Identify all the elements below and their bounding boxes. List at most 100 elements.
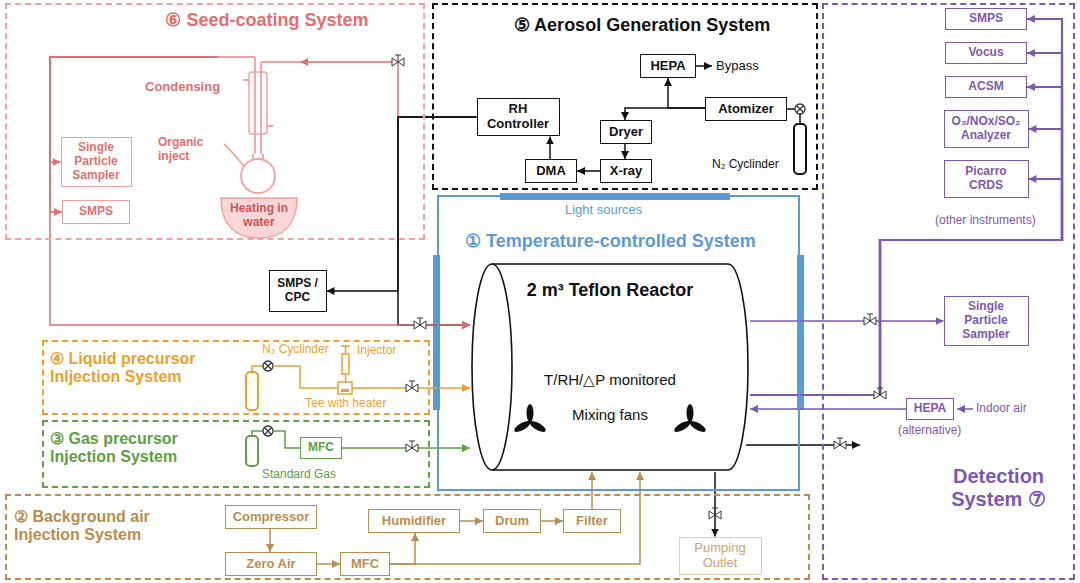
label-anchor: Injector [357,344,396,358]
sampler-box: Single Particle Sampler [61,137,132,187]
connector [50,57,470,325]
box-label: Pumping Outlet [684,541,757,571]
system-heading: ① Temperature-controlled System [465,231,785,252]
box-label: SMPS [969,12,1003,26]
annotation-label: Standard Gas [262,468,336,482]
box-label: Drum [495,514,529,529]
box-label: Dryer [609,125,643,140]
box-label: X-ray [610,164,643,179]
connector [750,53,1062,395]
connector [624,144,626,159]
instrument-box: O₃/NOx/SO₂ Analyzer [944,110,1029,148]
box-label: ACSM [968,80,1003,94]
instrument-box: Picarro CRDS [944,160,1029,198]
annotation-label: (alternative) [898,424,961,438]
box-label: MFC [308,441,334,455]
instrument-box: Vocus [945,42,1027,65]
system-heading: ③ Gas precursor Injection System [50,430,240,467]
box-label: Single Particle Sampler [66,141,127,182]
instrument-box: ACSM [945,76,1027,99]
connector [577,170,600,172]
process-box: Atomizer [705,97,787,121]
annotation-label: Light sources [565,203,642,218]
box-label: Filter [576,514,608,529]
connector [390,533,415,564]
annotation-label: Organic inject [158,136,214,164]
annotation-label: Condensing [145,80,220,95]
box-label: Zero Air [246,557,295,572]
gas-injection-region: ③ Gas precursor Injection System MFC [42,420,430,488]
label-anchor: Tee with heater [305,397,386,411]
process-box: Drum [483,509,541,533]
detection-region: Detection System ⑦ SMPS VocusACSM O₃/NOx/SO… [822,3,1075,580]
seed-coating-region: ⑥ Seed-coating SystemSingle Particle Sam… [5,3,425,240]
valve-symbol [864,314,876,325]
standard-gas-cylinder [246,426,300,466]
flow-controller-box: MFC [300,437,342,460]
connector [327,117,477,291]
connector [269,529,271,552]
annotation-label: Injector [357,344,396,358]
reactor-text: Mixing fans [470,406,750,423]
process-box: Humidifier [368,509,460,533]
box-label: Humidifier [382,514,446,529]
label-anchor: Indoor air [976,402,1027,416]
connector [460,520,483,522]
background-air-region: ② Background air Injection System Compres… [5,494,810,580]
box-label: Compressor [233,510,310,525]
instrument-box: SMPS [945,8,1027,31]
process-box: X-ray [600,159,652,183]
instrument-box: SMPS [62,200,130,224]
instrument-box: SMPS / CPC [269,270,327,312]
label-anchor: Organic inject [158,136,214,164]
box-label: HEPA [650,59,685,74]
annotation-label: Bypass [716,59,759,74]
system-heading: ② Background air Injection System [14,508,219,545]
box-label: Single Particle Sampler [949,300,1024,341]
connector [430,387,470,389]
filter-box: HEPA [640,54,696,78]
valve-symbol [414,318,426,329]
label-anchor: Standard Gas [262,468,336,482]
temperature-control-region: ① Temperature-controlled System 2 m³ Tefl… [437,195,800,491]
label-anchor: (alternative) [898,424,961,438]
label-anchor: N₂ Cyclinder [712,158,779,172]
connector [317,563,340,565]
connector [668,78,705,108]
process-box: RH Controller [477,98,560,137]
connector [750,408,906,410]
label-anchor: Light sources [565,203,642,218]
process-box: Compressor [225,505,317,529]
label-anchor: N₂ Cyclinder [262,343,329,357]
valve-symbol [709,508,721,519]
system-heading: ④ Liquid precursor Inljection System [50,350,240,387]
connector [750,19,1062,395]
bypass-arrow [696,65,712,67]
valve-symbol [406,441,418,452]
outlet-box: Pumping Outlet [679,537,762,576]
connector [750,129,1062,395]
connector [750,179,1062,395]
process-box: Dryer [600,120,652,144]
box-label: RH Controller [482,102,555,132]
teflon-reactor: 2 m³ Teflon ReactorT/RH/△P monitoredMixi… [470,262,750,472]
connector [750,87,1062,395]
valve-symbol [392,55,404,66]
process-box: Zero Air [225,552,317,576]
label-anchor: (other instruments) [935,214,1036,228]
sampler-box: Single Particle Sampler [944,296,1029,346]
label-anchor: Condensing [145,80,220,95]
box-label: Vocus [968,46,1003,60]
mixing-fan [513,404,548,434]
process-box: DMA [525,159,577,183]
box-label: DMA [536,164,566,179]
annotation-label: (other instruments) [935,214,1036,228]
valve-symbol [834,438,846,449]
annotation-label: Indoor air [976,402,1027,416]
connector [541,520,563,522]
system-heading: Detection System ⑦ [936,465,1061,511]
connector [300,62,477,117]
reactor-text: 2 m³ Teflon Reactor [470,280,750,301]
connector [714,472,716,537]
